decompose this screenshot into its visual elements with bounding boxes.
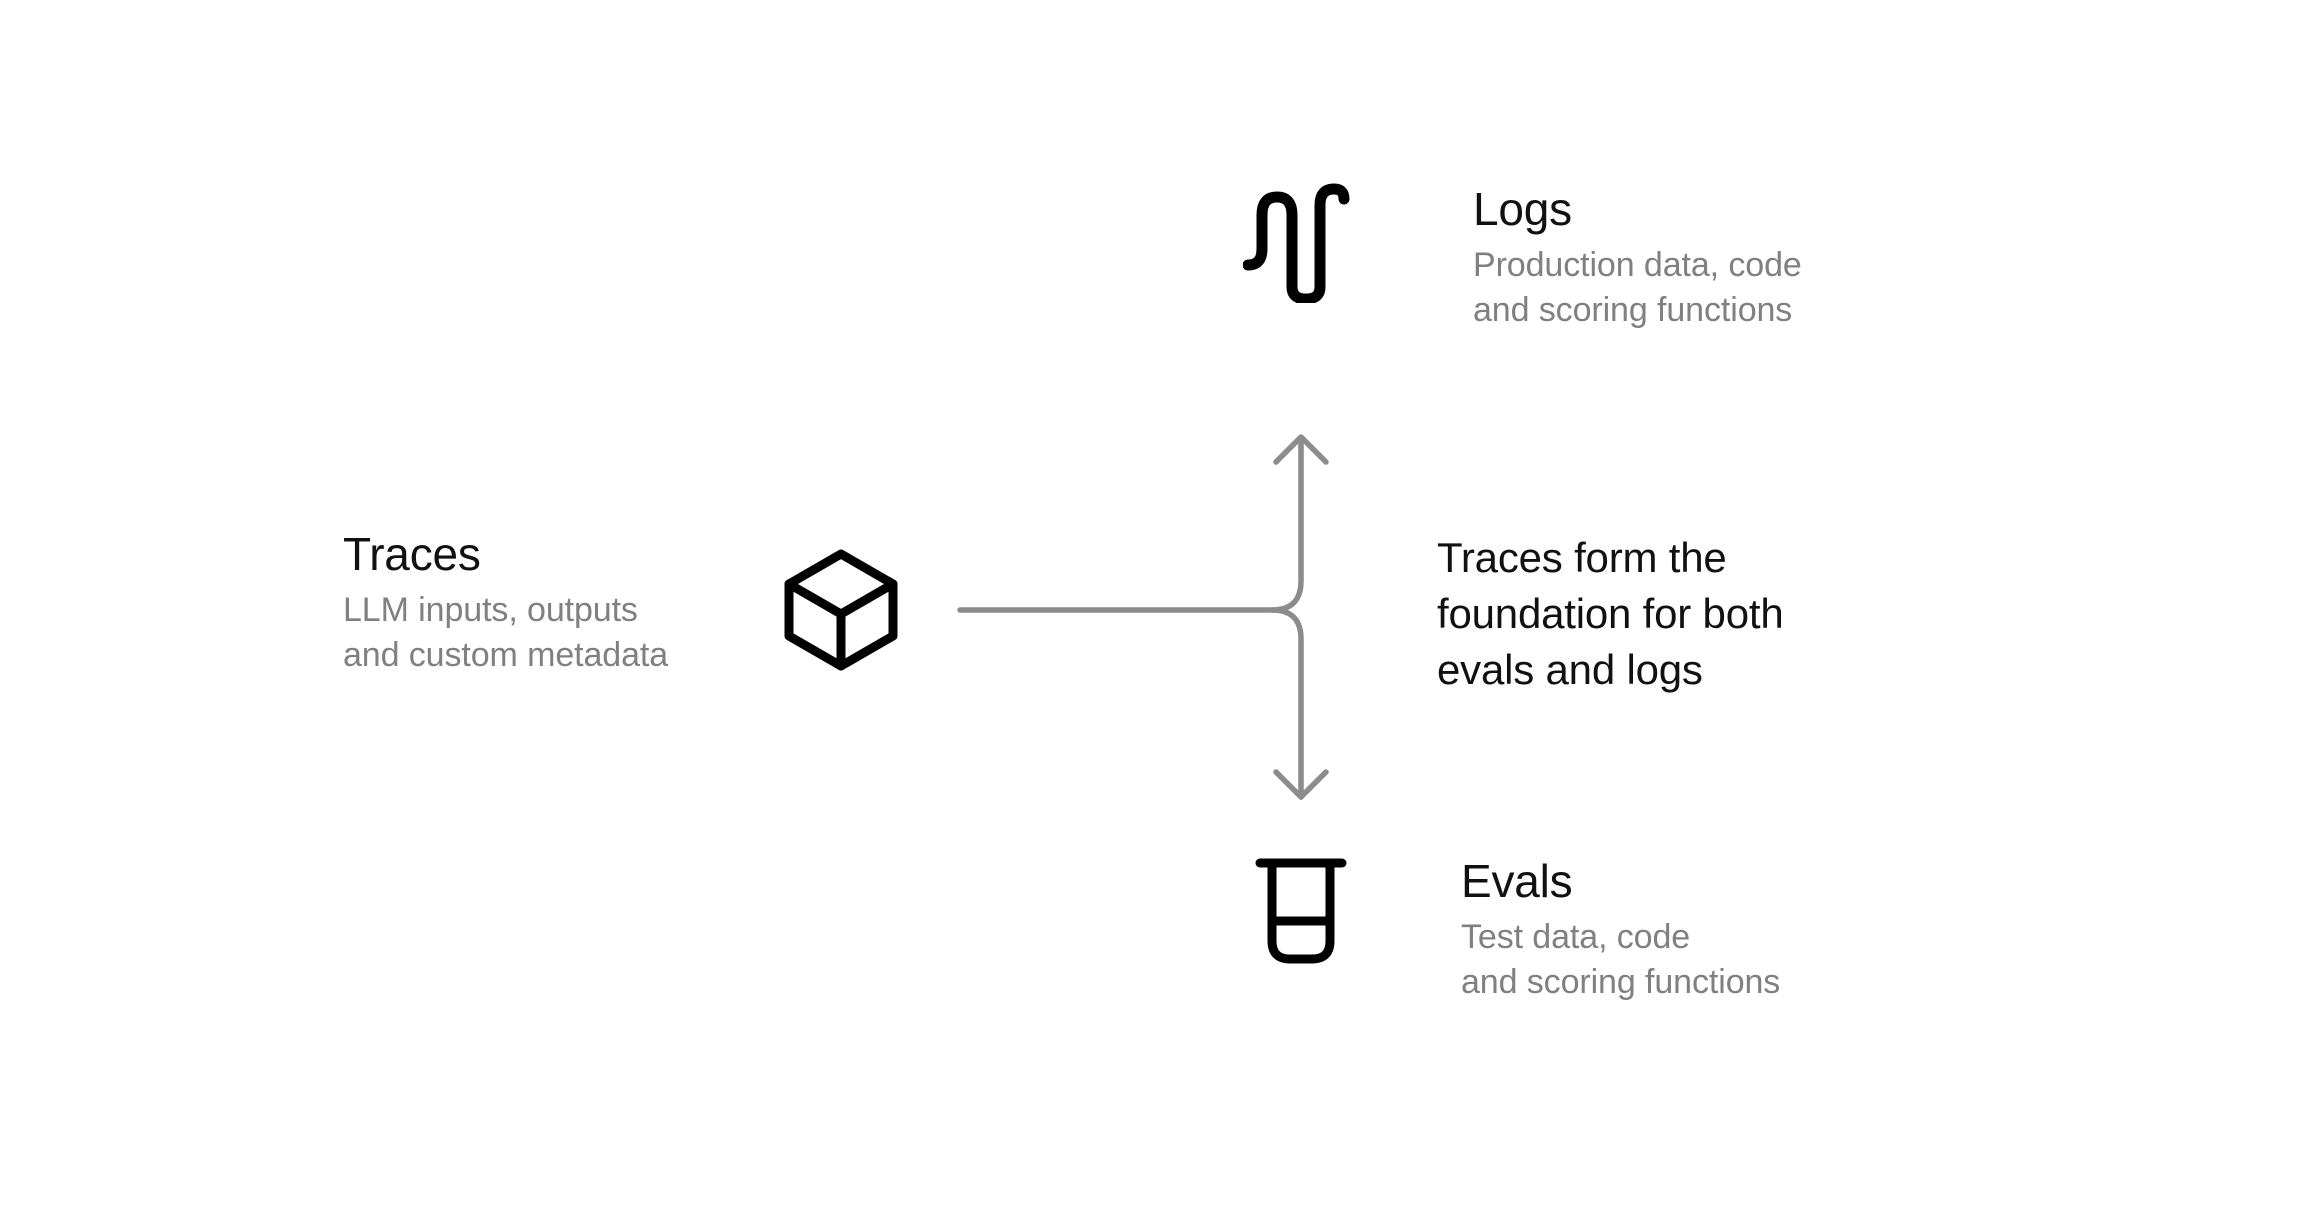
cube-icon <box>784 549 898 671</box>
node-evals-description: Test data, code and scoring functions <box>1461 918 1781 1001</box>
node-traces-icon-wrap <box>778 548 904 672</box>
connector-path-down <box>1269 607 1304 800</box>
node-logs-description: Production data, code and scoring functi… <box>1473 246 1802 329</box>
node-traces: Traces LLM inputs, outputs and custom me… <box>343 528 668 678</box>
node-traces-description: LLM inputs, outputs and custom metadata <box>343 591 669 674</box>
node-evals: Evals Test data, code and scoring functi… <box>1253 855 1780 1005</box>
beaker-icon <box>1255 858 1347 964</box>
node-evals-text: Evals Test data, code and scoring functi… <box>1461 855 1780 1005</box>
node-logs: Logs Production data, code and scoring f… <box>1243 183 1802 333</box>
node-logs-text: Logs Production data, code and scoring f… <box>1473 183 1802 333</box>
node-traces-text: Traces LLM inputs, outputs and custom me… <box>343 528 668 678</box>
node-evals-title: Evals <box>1461 855 1573 907</box>
arrowhead-up-icon <box>1273 434 1329 465</box>
waveform-icon <box>1243 183 1350 303</box>
arrowhead-down-icon <box>1273 769 1329 800</box>
node-traces-title: Traces <box>343 528 481 580</box>
caption-traces-foundation: Traces form the foundation for both eval… <box>1437 534 1784 693</box>
connector-path-up <box>957 437 1304 613</box>
node-logs-title: Logs <box>1473 183 1572 235</box>
